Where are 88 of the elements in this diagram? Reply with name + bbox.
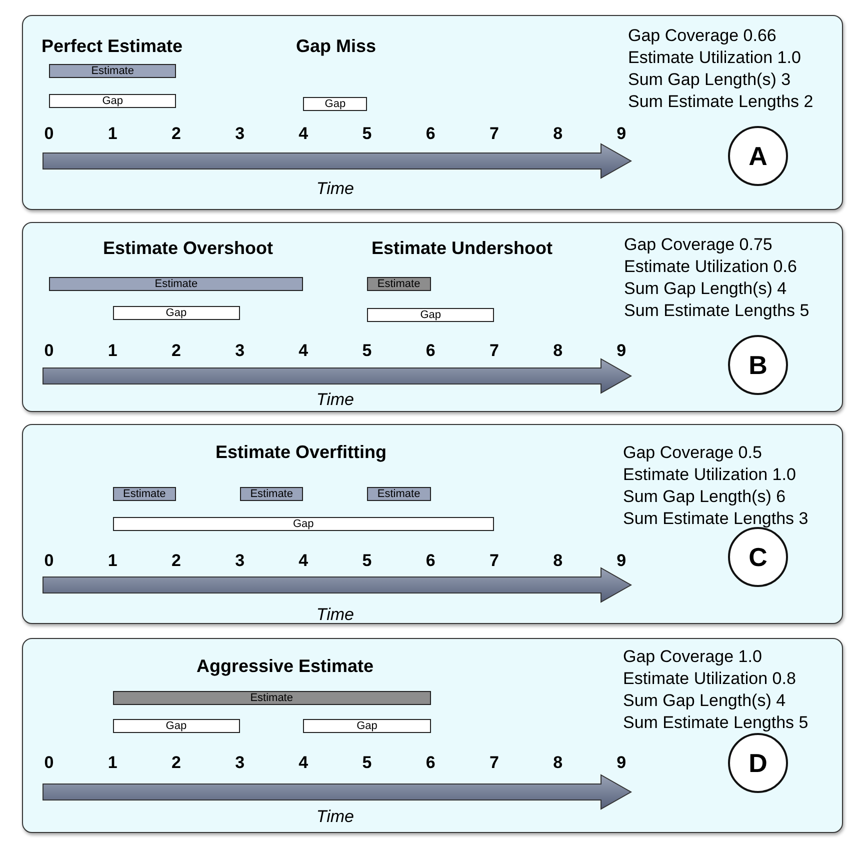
tick-label: 2: [171, 753, 181, 773]
tick-label: 2: [171, 124, 181, 144]
tick-label: 0: [44, 341, 54, 361]
tick-label: 9: [616, 341, 626, 361]
tick-label: 8: [553, 753, 563, 773]
metric-text: Estimate Utilization 1.0: [628, 48, 801, 68]
metric-text: Estimate Utilization 1.0: [623, 465, 796, 485]
tick-label: 3: [235, 124, 245, 144]
tick-label: 6: [426, 341, 436, 361]
scenario-heading: Aggressive Estimate: [196, 656, 374, 677]
tick-label: 1: [108, 124, 118, 144]
tick-label: 4: [298, 341, 308, 361]
tick-label: 0: [44, 753, 54, 773]
metric-text: Sum Estimate Lengths 2: [628, 92, 814, 112]
tick-label: 1: [108, 551, 118, 571]
scenario-panel: [22, 638, 843, 833]
metric-text: Sum Estimate Lengths 5: [623, 713, 808, 733]
metric-text: Gap Coverage 0.66: [628, 26, 776, 46]
tick-label: 8: [553, 551, 563, 571]
tick-label: 6: [426, 753, 436, 773]
tick-label: 5: [362, 753, 372, 773]
interval-bar: Estimate: [112, 487, 176, 501]
tick-label: 5: [362, 551, 372, 571]
interval-bar: Gap: [49, 94, 176, 108]
tick-label: 9: [616, 124, 626, 144]
metric-text: Sum Estimate Lengths 3: [623, 509, 808, 529]
panel-letter: C: [728, 527, 788, 587]
metric-text: Sum Gap Length(s) 4: [624, 279, 787, 299]
interval-bar: Estimate: [49, 277, 304, 291]
interval-bar: Gap: [112, 517, 494, 531]
metric-text: Sum Gap Length(s) 4: [623, 691, 786, 711]
scenario-heading: Gap Miss: [296, 36, 376, 57]
tick-label: 6: [426, 551, 436, 571]
tick-label: 3: [235, 551, 245, 571]
interval-bar: Gap: [367, 308, 494, 322]
tick-label: 9: [616, 753, 626, 773]
interval-bar: Estimate: [112, 691, 431, 705]
metric-text: Estimate Utilization 0.8: [623, 669, 796, 689]
interval-bar: Gap: [112, 719, 240, 733]
tick-label: 1: [108, 341, 118, 361]
axis-title: Time: [316, 807, 354, 827]
tick-label: 0: [44, 551, 54, 571]
interval-bar: Estimate: [49, 64, 176, 78]
tick-label: 5: [362, 341, 372, 361]
tick-label: 8: [553, 124, 563, 144]
scenario-heading: Perfect Estimate: [41, 36, 183, 57]
tick-label: 7: [489, 551, 499, 571]
metric-text: Gap Coverage 1.0: [623, 647, 762, 667]
tick-label: 2: [171, 341, 181, 361]
scenario-panel: [22, 15, 843, 210]
tick-label: 0: [44, 124, 54, 144]
tick-label: 7: [489, 124, 499, 144]
interval-bar: Estimate: [367, 487, 431, 501]
tick-label: 8: [553, 341, 563, 361]
tick-label: 4: [298, 551, 308, 571]
tick-label: 6: [426, 124, 436, 144]
interval-bar: Gap: [303, 719, 431, 733]
metric-text: Sum Estimate Lengths 5: [624, 301, 810, 321]
tick-label: 2: [171, 551, 181, 571]
scenario-panel: [22, 424, 843, 624]
metric-text: Gap Coverage 0.5: [623, 443, 762, 463]
tick-label: 3: [235, 341, 245, 361]
tick-label: 7: [489, 341, 499, 361]
tick-label: 5: [362, 124, 372, 144]
tick-label: 1: [108, 753, 118, 773]
axis-title: Time: [316, 179, 354, 199]
panel-letter: D: [728, 733, 788, 793]
panel-letter: B: [728, 335, 788, 395]
scenario-panel: [22, 222, 843, 412]
axis-title: Time: [316, 390, 354, 410]
metric-text: Sum Gap Length(s) 3: [628, 70, 791, 90]
tick-label: 4: [298, 753, 308, 773]
metric-text: Estimate Utilization 0.6: [624, 257, 797, 277]
tick-label: 3: [235, 753, 245, 773]
scenario-heading: Estimate Overfitting: [215, 442, 387, 463]
scenario-heading: Estimate Undershoot: [371, 238, 553, 259]
interval-bar: Estimate: [240, 487, 304, 501]
interval-bar: Gap: [303, 97, 367, 111]
panel-letter: A: [728, 126, 788, 186]
tick-label: 7: [489, 753, 499, 773]
metric-text: Gap Coverage 0.75: [624, 235, 772, 255]
axis-title: Time: [316, 605, 354, 625]
scenario-heading: Estimate Overshoot: [102, 238, 274, 259]
tick-label: 4: [298, 124, 308, 144]
interval-bar: Estimate: [367, 277, 431, 291]
metric-text: Sum Gap Length(s) 6: [623, 487, 786, 507]
tick-label: 9: [616, 551, 626, 571]
interval-bar: Gap: [112, 306, 240, 320]
